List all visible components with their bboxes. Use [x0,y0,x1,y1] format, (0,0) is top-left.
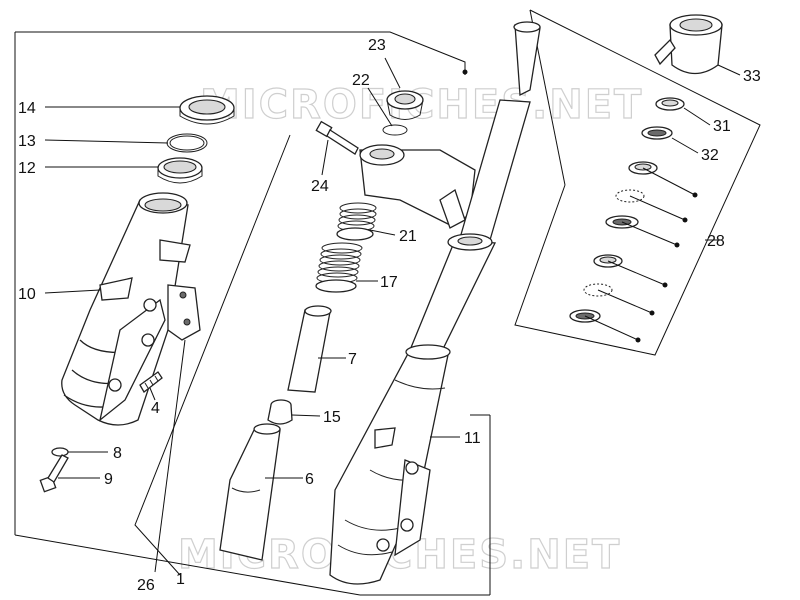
label-10: 10 [18,286,36,303]
seal-14 [179,95,235,125]
label-6: 6 [305,471,314,488]
bush-12 [157,157,203,184]
washer-8 [51,447,69,457]
label-13: 13 [18,133,36,150]
spring-21 [336,202,377,241]
label-31: 31 [713,118,731,135]
washer-32 [641,126,673,140]
label-17: 17 [380,274,398,291]
label-14: 14 [18,100,36,117]
bolt-24 [315,120,359,155]
group-outline-28 [514,9,761,356]
label-4: 4 [151,400,160,417]
bracket-26 [167,284,201,341]
label-28: 28 [707,233,725,250]
label-33: 33 [743,68,761,85]
label-24: 24 [311,178,329,195]
plug-23 [386,90,424,120]
label-9: 9 [104,471,113,488]
label-11: 11 [464,430,481,447]
screw-4 [139,371,163,393]
left-fork-leg [61,192,191,426]
label-26: 26 [137,577,155,594]
label-32: 32 [701,147,719,164]
label-15: 15 [323,409,341,426]
steering-stem [359,144,476,229]
label-23: 23 [368,37,386,54]
cone-15 [267,399,293,425]
label-1: 1 [176,571,185,588]
nut-31 [655,97,685,111]
group-outline-1-bottom [14,534,361,596]
tube-6 [219,423,281,561]
spring-17 [315,242,363,293]
ball-race-a [615,189,645,203]
cap-33 [654,14,723,75]
label-21: 21 [399,228,417,245]
group-outline-inner [134,134,291,576]
label-7: 7 [348,351,357,368]
label-8: 8 [113,445,122,462]
screw-9 [39,454,69,493]
ball-race-b [583,283,613,297]
dot-1 [462,69,468,75]
right-fork-leg [329,21,541,585]
group-outline-1 [15,31,466,75]
ring-13 [166,133,208,153]
tube-7 [287,305,332,393]
label-22: 22 [352,72,370,89]
label-12: 12 [18,160,36,177]
o-ring-22 [382,124,408,136]
